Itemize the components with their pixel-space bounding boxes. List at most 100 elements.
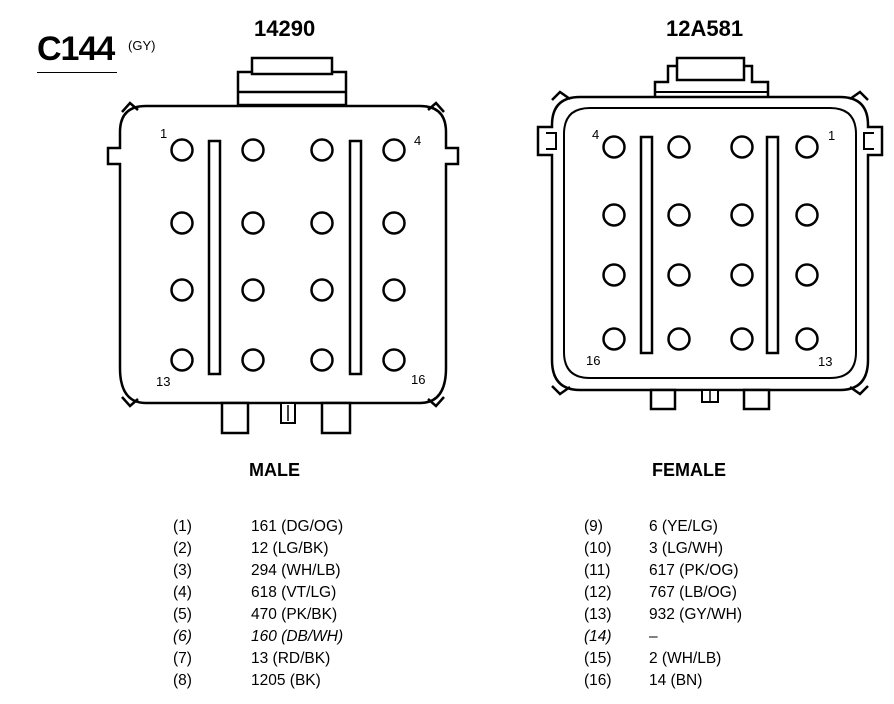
pin-socket	[730, 263, 754, 287]
pin-wire: 12 (LG/BK)	[251, 540, 329, 557]
pin-socket	[602, 203, 626, 227]
pin-row: (15) 2 (WH/LB)	[584, 648, 814, 670]
male-part-number: 14290	[254, 16, 316, 41]
pin-row: (10) 3 (LG/WH)	[584, 538, 814, 560]
male-top-latch	[236, 70, 348, 107]
pin-socket	[730, 135, 754, 159]
female-corner-nub-br	[849, 385, 869, 396]
pin-wire: 932 (GY/WH)	[649, 606, 743, 623]
pin-row: (9) 6 (YE/LG)	[584, 516, 814, 538]
pin-row: (6) 160 (DB/WH)	[173, 626, 403, 648]
female-separator-bar-left	[639, 135, 654, 355]
connector-color: (GY)	[128, 38, 156, 53]
pin-socket	[382, 138, 406, 162]
pin-row: (13) 932 (GY/WH)	[584, 604, 814, 626]
pin-row: (12) 767 (LB/OG)	[584, 582, 814, 604]
pin-row: (14) –	[584, 626, 814, 648]
pin-socket	[730, 203, 754, 227]
pin-wire: –	[649, 628, 658, 645]
pin-wire: 767 (LB/OG)	[649, 584, 737, 601]
female-pin-table: (9) 6 (YE/LG) (10) 3 (LG/WH) (11)617 (PK/OG)…	[584, 516, 814, 692]
pin-socket	[310, 278, 334, 302]
pin-row: (2) 12 (LG/BK)	[173, 538, 403, 560]
pin-row: (4) 618 (VT/LG)	[173, 582, 403, 604]
female-corner-label-tr: 1	[828, 128, 836, 143]
male-separator-bar-left	[207, 139, 222, 376]
male-corner-label-tr: 4	[414, 133, 422, 148]
pin-row: (1) 161 (DG/OG)	[173, 516, 403, 538]
pin-number: (7)	[173, 650, 192, 667]
female-bottom-tab-left	[649, 388, 677, 411]
female-corner-nub-bl	[551, 385, 571, 396]
pin-socket	[382, 278, 406, 302]
pin-row: (7) 13 (RD/BK)	[173, 648, 403, 670]
female-label: FEMALE	[652, 460, 726, 480]
pin-number: (15)	[584, 650, 612, 667]
pin-wire: 13 (RD/BK)	[251, 650, 331, 667]
pin-wire: 6 (YE/LG)	[649, 518, 718, 535]
pin-socket	[602, 263, 626, 287]
pin-socket	[602, 135, 626, 159]
pin-wire: 294 (WH/LB)	[251, 562, 341, 579]
male-top-latch-cap	[250, 56, 334, 76]
female-corner-nub-tr	[849, 90, 869, 101]
female-separator-bar-right	[765, 135, 780, 355]
female-part-number: 12A581	[666, 16, 744, 41]
female-side-rib-left	[546, 132, 557, 150]
female-side-rib-right	[863, 132, 874, 150]
pin-socket	[795, 327, 819, 351]
male-bottom-tab-right	[320, 401, 352, 435]
pin-wire: 161 (DG/OG)	[251, 518, 344, 535]
pin-number: (9)	[584, 518, 603, 535]
pin-row: (11)617 (PK/OG)	[584, 560, 814, 582]
pin-number: (8)	[173, 672, 192, 689]
pin-wire: 618 (VT/LG)	[251, 584, 337, 601]
pin-socket	[667, 203, 691, 227]
pin-wire: 14 (BN)	[649, 672, 703, 689]
pin-wire: 2 (WH/LB)	[649, 650, 722, 667]
female-corner-label-br: 13	[818, 354, 833, 369]
pin-number: (10)	[584, 540, 612, 557]
pin-socket	[170, 278, 194, 302]
female-bottom-tab-right	[742, 388, 771, 411]
pin-socket	[602, 327, 626, 351]
male-bottom-tab-left	[220, 401, 250, 435]
female-body-inner	[563, 107, 857, 379]
pin-number: (14)	[584, 628, 612, 645]
pin-socket	[795, 135, 819, 159]
male-corner-nub-tr	[427, 101, 445, 113]
pin-number: (11)	[584, 562, 611, 579]
male-corner-nub-tl	[121, 101, 139, 113]
pin-number: (16)	[584, 672, 612, 689]
pin-socket	[170, 211, 194, 235]
male-corner-label-br: 16	[411, 372, 426, 387]
pin-number: (4)	[173, 584, 192, 601]
pin-wire: 3 (LG/WH)	[649, 540, 724, 557]
pin-number: (13)	[584, 606, 612, 623]
pin-socket	[667, 135, 691, 159]
male-label: MALE	[249, 460, 300, 480]
pin-wire: 160 (DB/WH)	[251, 628, 344, 645]
connector-id-underline	[37, 72, 117, 73]
pin-number: (6)	[173, 628, 192, 645]
pin-socket	[310, 211, 334, 235]
male-separator-bar-right	[348, 139, 363, 376]
male-body-outline	[106, 104, 460, 405]
pin-socket	[241, 278, 265, 302]
pin-socket	[170, 348, 194, 372]
male-corner-nub-br	[427, 396, 445, 408]
pin-row: (5)470 (PK/BK)	[173, 604, 403, 626]
pin-socket	[795, 203, 819, 227]
pin-row: (16) 14 (BN)	[584, 670, 814, 692]
pin-socket	[310, 138, 334, 162]
connector-id: C144	[37, 30, 115, 68]
pin-socket	[241, 138, 265, 162]
pin-socket	[382, 348, 406, 372]
male-corner-nub-bl	[121, 396, 139, 408]
pin-number: (2)	[173, 540, 192, 557]
pin-row: (3)294 (WH/LB)	[173, 560, 403, 582]
pin-number: (1)	[173, 518, 192, 535]
female-corner-nub-tl	[551, 90, 571, 101]
pin-number: (12)	[584, 584, 612, 601]
